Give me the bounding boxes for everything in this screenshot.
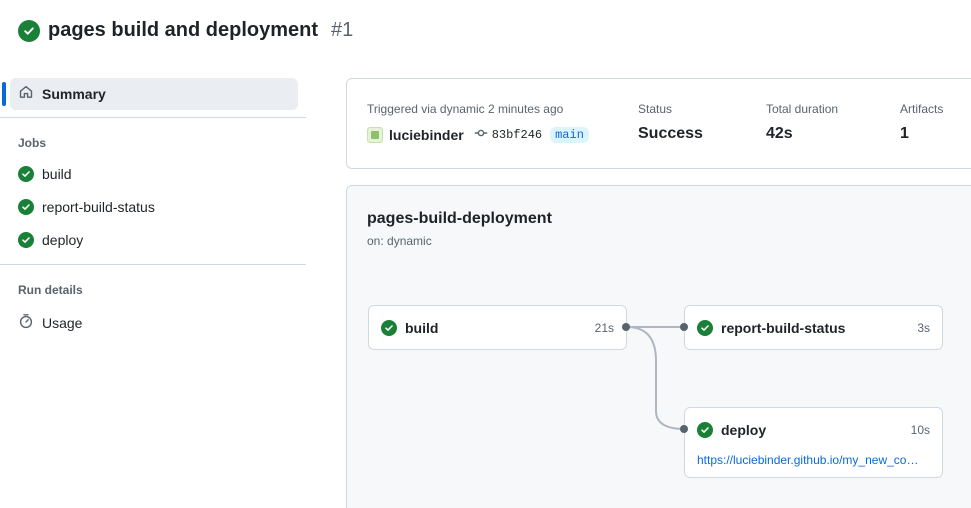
sidebar-item-summary[interactable]: Summary [2, 78, 298, 110]
check-circle-fill-icon [18, 199, 34, 215]
trigger-actor-row: luciebinder 83bf246 main [367, 126, 589, 144]
status-value: Success [638, 125, 703, 142]
stopwatch-icon [18, 313, 34, 332]
job-node-deploy[interactable]: deploy 10s https://luciebinder.github.io… [684, 407, 943, 478]
job-duration: 3s [917, 321, 930, 335]
branch-label[interactable]: main [550, 127, 589, 143]
active-indicator [2, 82, 6, 106]
check-circle-fill-icon [381, 320, 397, 336]
commit-link[interactable]: 83bf246 [474, 126, 542, 144]
duration-value: 42s [766, 125, 793, 142]
check-circle-fill-icon [18, 19, 40, 42]
sidebar-item-build[interactable]: build [18, 166, 72, 182]
job-duration: 10s [910, 423, 930, 437]
run-header: pages build and deployment #1 [18, 19, 353, 42]
connector-dot [680, 323, 688, 331]
commit-sha: 83bf246 [491, 128, 543, 142]
sidebar-item-deploy[interactable]: deploy [18, 232, 83, 248]
sidebar-item-label: Summary [42, 86, 106, 102]
sidebar-item-label: deploy [42, 232, 84, 248]
job-name: report-build-status [721, 320, 846, 336]
workflow-name: pages-build-deployment [367, 210, 552, 227]
check-circle-fill-icon [18, 232, 34, 248]
deployment-url-link[interactable]: https://luciebinder.github.io/my_new_co… [697, 453, 919, 467]
sidebar-item-label: Usage [42, 314, 83, 331]
jobs-heading: Jobs [18, 136, 47, 150]
graph-connectors [626, 326, 686, 430]
workflow-graph: pages-build-deployment on: dynamic build… [346, 185, 971, 508]
divider [0, 264, 306, 265]
divider [0, 117, 306, 118]
artifacts-label: Artifacts [900, 102, 944, 116]
check-circle-fill-icon [697, 422, 713, 438]
triggered-text: Triggered via dynamic 2 minutes ago [367, 102, 564, 116]
duration-label: Total duration [766, 102, 839, 116]
run-title: pages build and deployment [48, 19, 319, 41]
job-name: build [405, 320, 439, 336]
connector-dot [680, 425, 688, 433]
git-commit-icon [474, 126, 488, 144]
job-duration: 21s [594, 321, 614, 335]
check-circle-fill-icon [18, 166, 34, 182]
check-circle-fill-icon [697, 320, 713, 336]
run-number: #1 [331, 19, 354, 41]
job-name: deploy [721, 422, 767, 438]
home-icon [18, 84, 34, 105]
sidebar-item-report-build-status[interactable]: report-build-status [18, 199, 155, 215]
job-node-report-build-status[interactable]: report-build-status 3s [684, 305, 943, 350]
connector-dot [622, 323, 630, 331]
run-details-heading: Run details [18, 283, 83, 297]
run-summary-card: Triggered via dynamic 2 minutes ago luci… [346, 78, 971, 169]
sidebar-item-usage[interactable]: Usage [18, 313, 82, 332]
sidebar-item-label: report-build-status [42, 199, 155, 215]
sidebar-item-label: build [42, 166, 72, 182]
actor-link[interactable]: luciebinder [389, 127, 464, 143]
job-node-build[interactable]: build 21s [368, 305, 627, 350]
workflow-trigger-event: on: dynamic [367, 234, 432, 248]
status-label: Status [638, 102, 673, 116]
artifacts-value[interactable]: 1 [900, 125, 909, 142]
avatar[interactable] [367, 127, 383, 143]
